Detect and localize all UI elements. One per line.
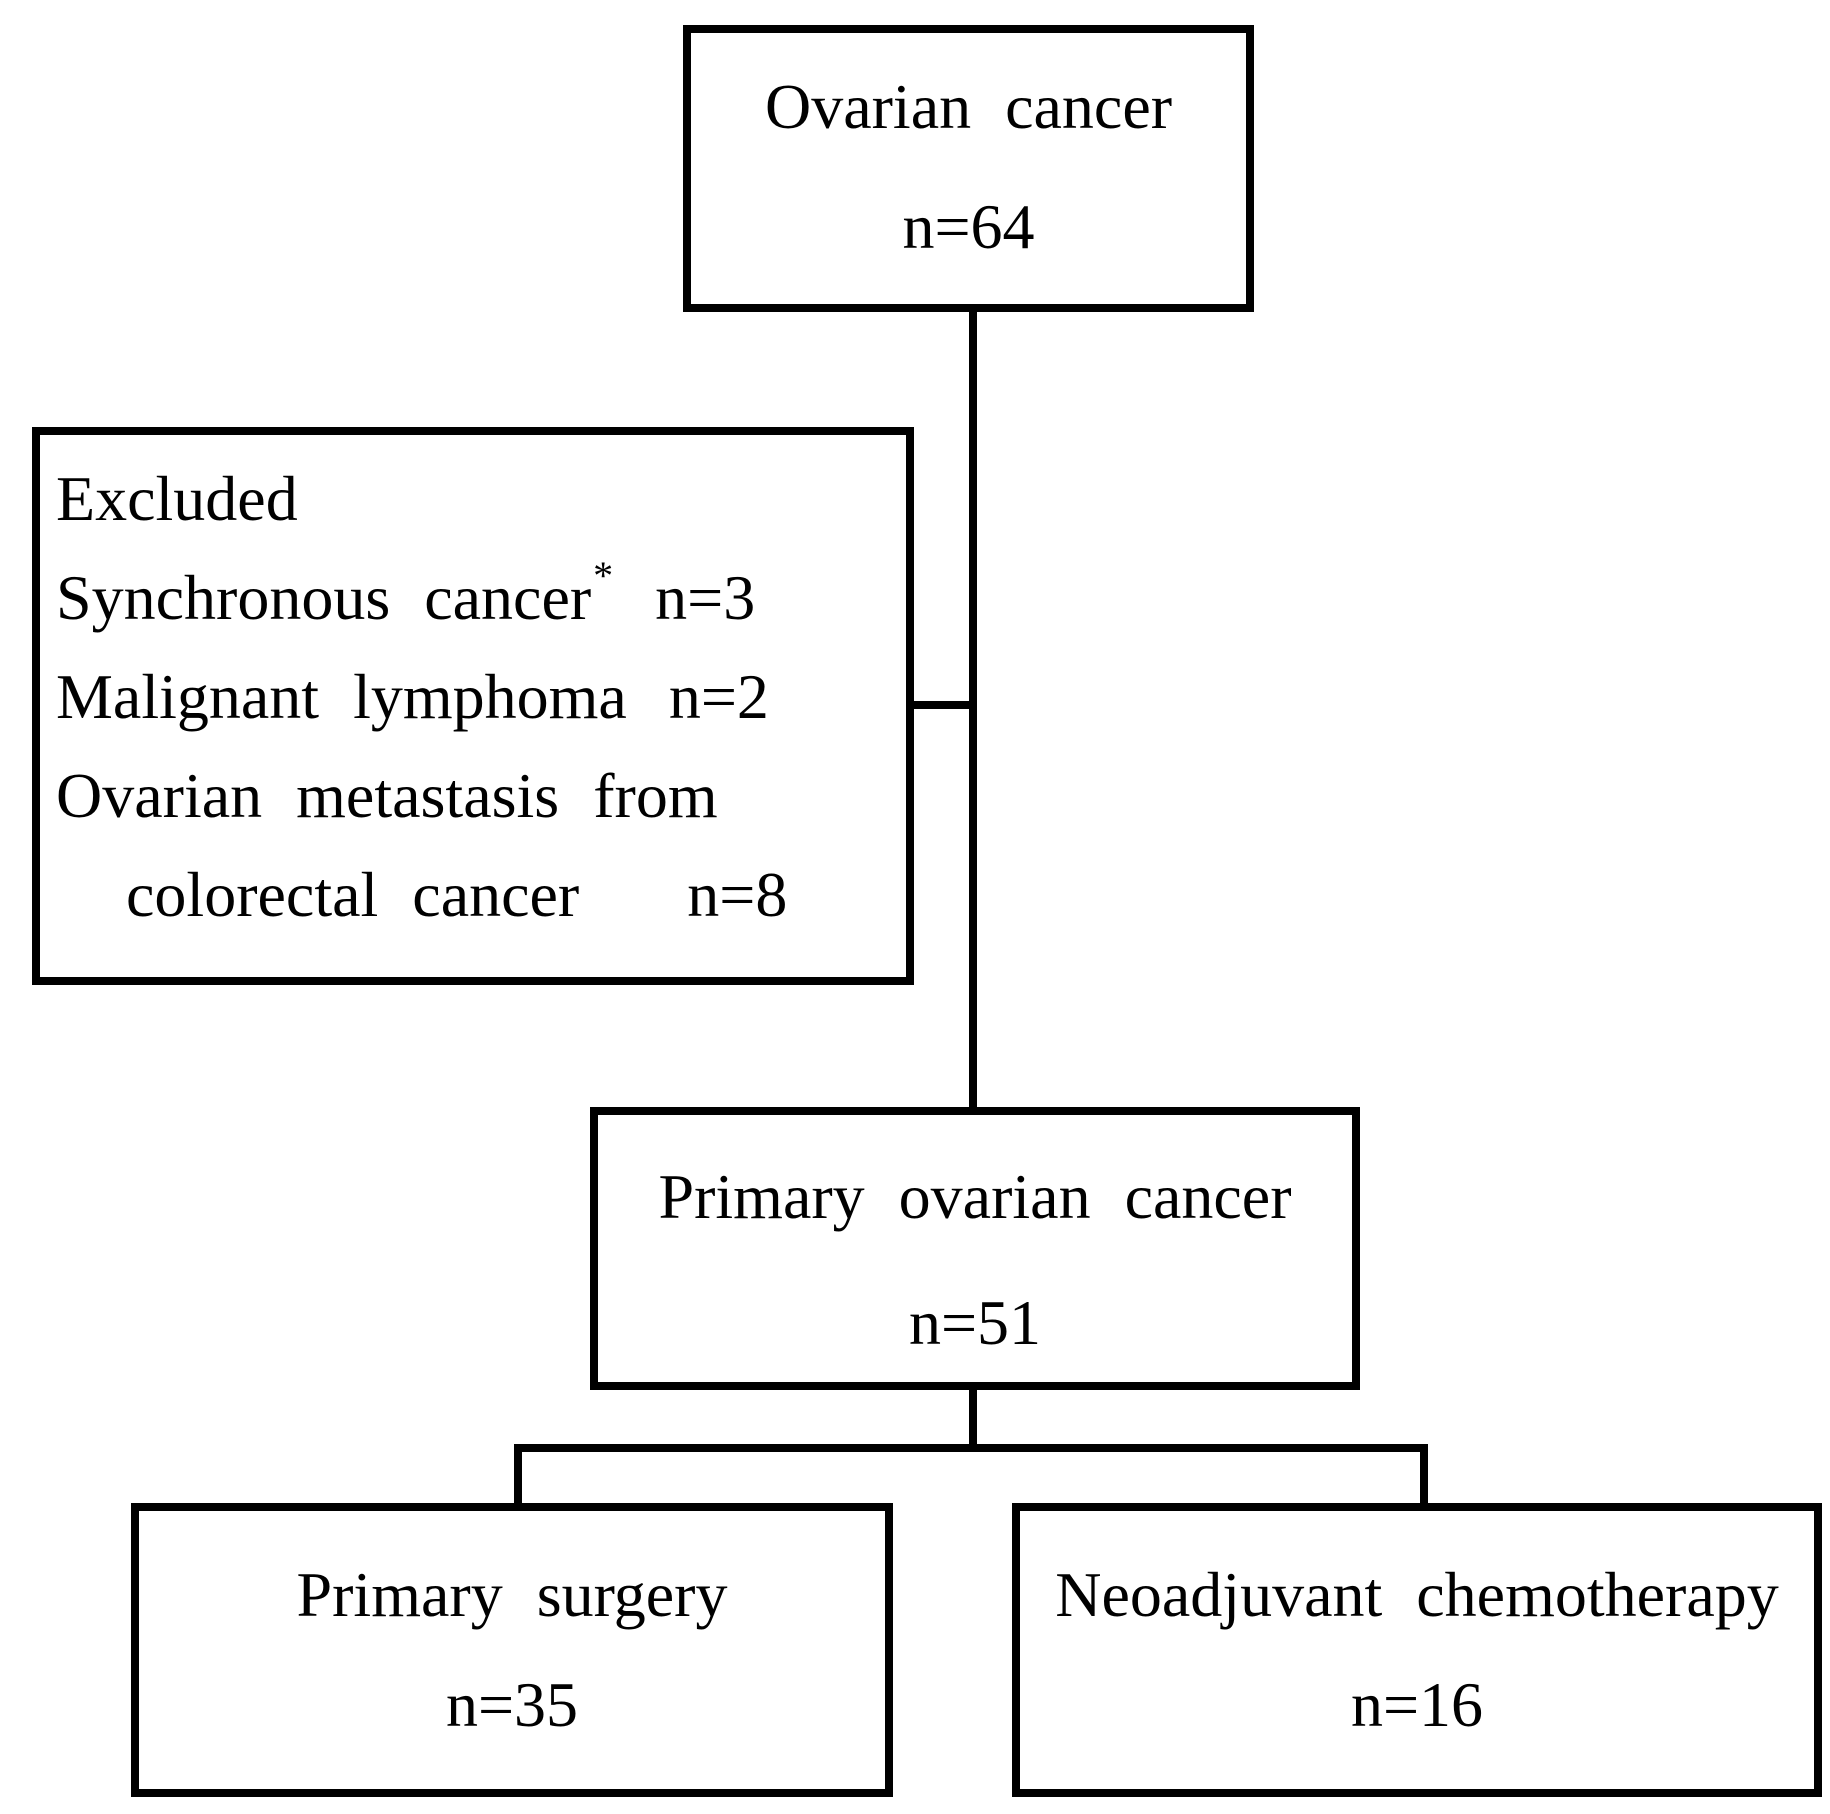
excluded-item-label: Malignant lymphoma (56, 660, 627, 732)
excluded-item-lymphoma: Malignant lymphoma n=2 (56, 647, 896, 746)
primary-surgery-count: n=35 (445, 1669, 579, 1740)
excluded-item-label: Ovarian metastasis from (56, 759, 718, 831)
excluded-item-metastasis-line2: colorectal cancer n=8 (56, 845, 896, 944)
excluded-title: Excluded (56, 449, 896, 548)
ovarian-cancer-box: Ovarian cancer n=64 (683, 25, 1254, 312)
connector-stub-left (514, 1444, 522, 1503)
connector-stub-right (1420, 1444, 1428, 1503)
primary-ovarian-cancer-box: Primary ovarian cancer n=51 (590, 1107, 1360, 1390)
excluded-title-label: Excluded (56, 462, 298, 534)
neoadjuvant-chemotherapy-count: n=16 (1350, 1669, 1484, 1740)
neoadjuvant-chemotherapy-box: Neoadjuvant chemotherapy n=16 (1012, 1503, 1822, 1797)
ovarian-cancer-title: Ovarian cancer (764, 71, 1173, 142)
excluded-item-metastasis-line1: Ovarian metastasis from (56, 746, 896, 845)
excluded-item-label: Synchronous cancer (56, 561, 592, 633)
primary-ovarian-cancer-count: n=51 (908, 1287, 1042, 1358)
connector-spine-top (969, 312, 977, 1107)
primary-surgery-title: Primary surgery (296, 1559, 728, 1630)
asterisk-superscript: * (593, 552, 614, 598)
connector-split-bar (514, 1444, 1428, 1452)
ovarian-cancer-count: n=64 (902, 191, 1035, 262)
excluded-item-label: colorectal cancer (126, 858, 580, 930)
excluded-item-count: n=8 (687, 858, 788, 930)
connector-excluded-branch (914, 701, 974, 709)
excluded-box: Excluded Synchronous cancer* n=3 Maligna… (32, 427, 914, 985)
connector-spine-middle (969, 1390, 977, 1452)
excluded-item-count: n=3 (655, 561, 756, 633)
neoadjuvant-chemotherapy-title: Neoadjuvant chemotherapy (1055, 1559, 1779, 1630)
excluded-item-count: n=2 (668, 660, 769, 732)
excluded-item-synchronous: Synchronous cancer* n=3 (56, 548, 896, 647)
primary-surgery-box: Primary surgery n=35 (131, 1503, 893, 1797)
primary-ovarian-cancer-title: Primary ovarian cancer (658, 1161, 1292, 1232)
